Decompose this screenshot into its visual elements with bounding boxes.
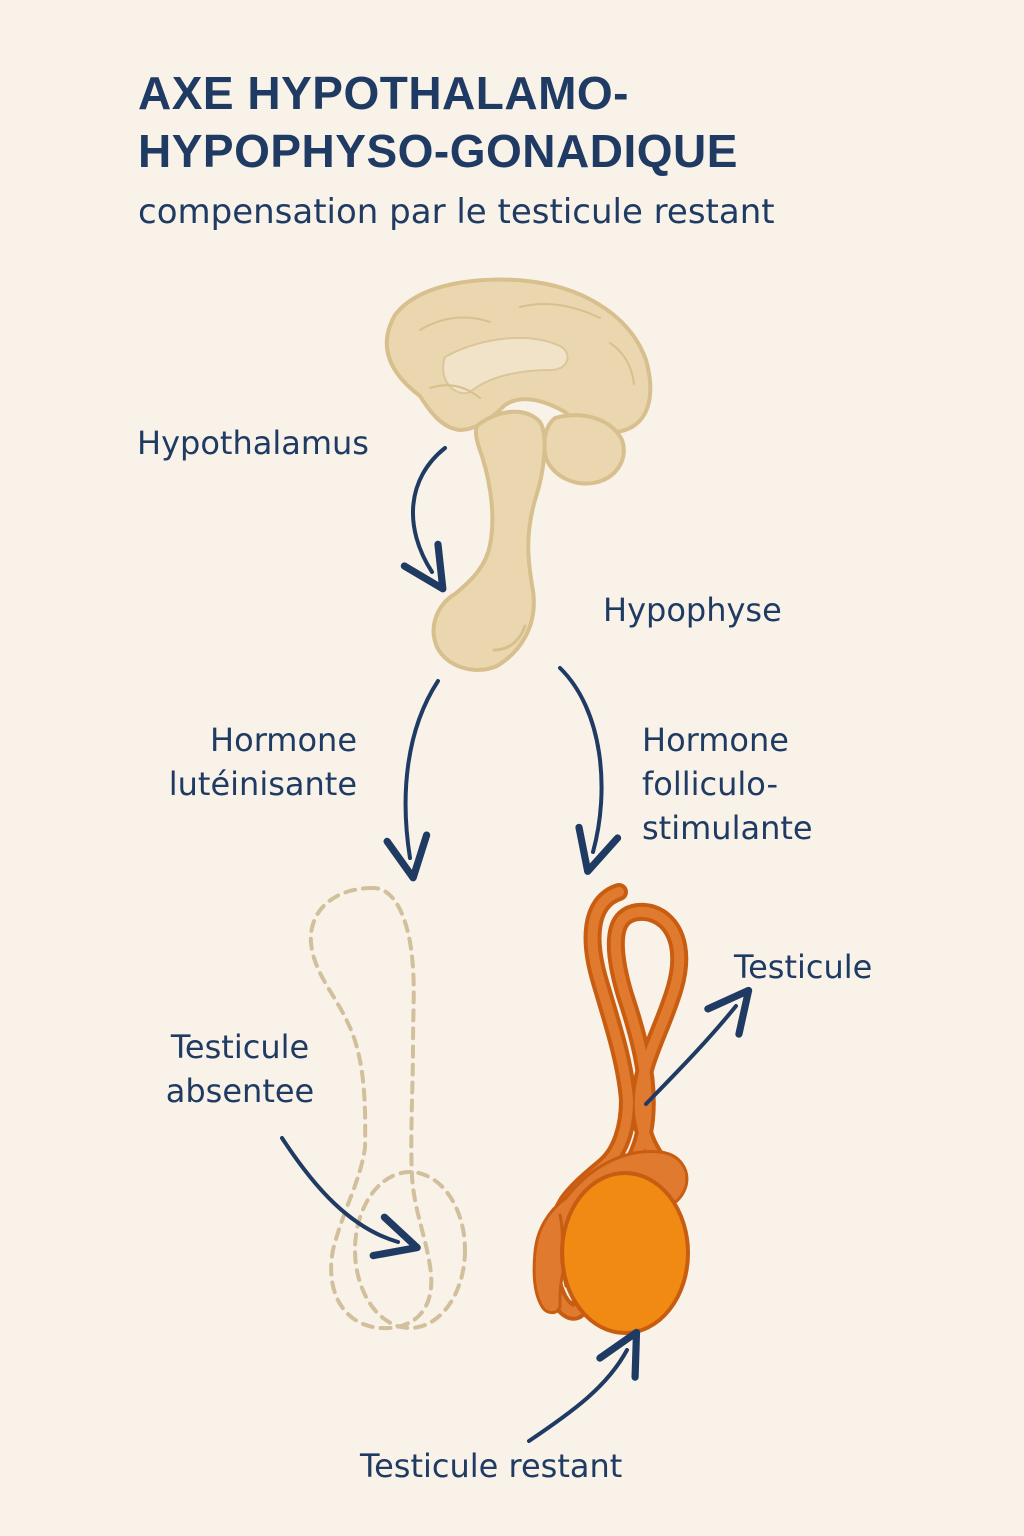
hypothalamus-arrow	[400, 446, 447, 593]
lh-label: Hormone lutéinisante	[150, 718, 357, 806]
absent-testicle-arrow	[280, 1136, 421, 1260]
absent-testicle-label: Testicule absentee	[155, 1025, 325, 1113]
title-line-1: AXE HYPOTHALAMO-	[138, 67, 629, 119]
fsh-label: Hormone folliculo- stimulante	[642, 718, 813, 850]
page-title: AXE HYPOTHALAMO- HYPOPHYSO-GONADIQUE	[138, 64, 938, 180]
restant-arrow	[527, 1328, 641, 1443]
absent-label-line-2: absentee	[165, 1072, 315, 1110]
fsh-label-line-2: folliculo-	[642, 765, 778, 803]
restant-label: Testicule restant	[360, 1447, 623, 1485]
absent-label-line-1: Testicule	[170, 1028, 310, 1066]
lh-label-line-1: Hormone	[210, 721, 357, 759]
remaining-testicle	[532, 883, 690, 1335]
title-line-2: HYPOPHYSO-GONADIQUE	[138, 125, 738, 177]
hypothalamus-label: Hypothalamus	[137, 424, 369, 462]
testicule-arrow	[644, 986, 753, 1106]
fsh-label-line-1: Hormone	[642, 721, 789, 759]
testicule-label: Testicule	[734, 948, 873, 986]
fsh-arrow	[558, 666, 622, 875]
fsh-label-line-3: stimulante	[642, 809, 813, 847]
brain-illustration	[384, 277, 653, 672]
absent-testicle	[308, 885, 467, 1331]
page-subtitle: compensation par le testicule restant	[138, 192, 775, 232]
lh-label-line-2: lutéinisante	[168, 765, 357, 803]
hypophyse-label: Hypophyse	[603, 591, 782, 629]
lh-arrow	[383, 679, 440, 882]
